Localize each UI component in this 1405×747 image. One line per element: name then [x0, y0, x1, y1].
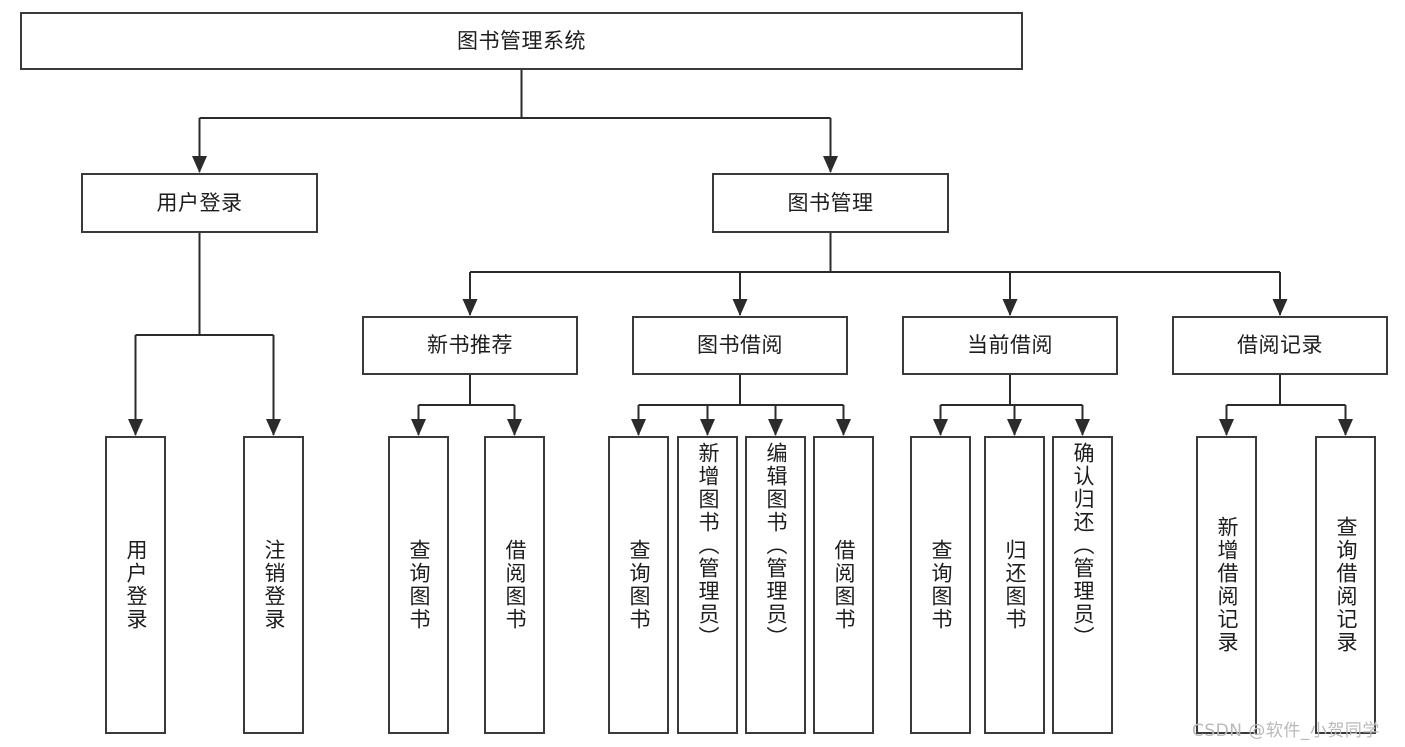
leaf-current-query-books[interactable]: 查询图书 [910, 436, 971, 734]
leaf-record-add-borrow-record-label: 新增借阅记录 [1215, 516, 1239, 654]
node-borrowing-record-label: 借阅记录 [1237, 333, 1323, 358]
leaf-borrowing-borrow-books[interactable]: 借阅图书 [813, 436, 874, 734]
node-user-login-module[interactable]: 用户登录 [81, 173, 318, 233]
node-new-book-recommendation[interactable]: 新书推荐 [362, 316, 578, 375]
leaf-borrowing-add-book-admin[interactable]: 新增图书（管理员） [677, 436, 738, 734]
node-current-borrowing-label: 当前借阅 [967, 333, 1053, 358]
leaf-newbook-query-books[interactable]: 查询图书 [388, 436, 449, 734]
leaf-current-confirm-return-admin-label: 确认归还（管理员） [1071, 442, 1095, 649]
leaf-newbook-query-books-label: 查询图书 [407, 539, 431, 631]
leaf-borrowing-edit-book-admin[interactable]: 编辑图书（管理员） [745, 436, 806, 734]
node-book-management-module-label: 图书管理 [787, 190, 874, 215]
node-root-label: 图书管理系统 [457, 28, 586, 53]
leaf-borrowing-add-book-admin-label: 新增图书（管理员） [696, 442, 720, 649]
watermark: CSDN @软件_小贺同学 [1192, 721, 1380, 741]
leaf-borrowing-query-books[interactable]: 查询图书 [608, 436, 669, 734]
leaf-record-add-borrow-record[interactable]: 新增借阅记录 [1196, 436, 1257, 734]
leaf-user-logout[interactable]: 注销登录 [243, 436, 304, 734]
node-current-borrowing[interactable]: 当前借阅 [902, 316, 1118, 375]
leaf-user-login[interactable]: 用户登录 [105, 436, 166, 734]
leaf-newbook-borrow-books-label: 借阅图书 [503, 539, 527, 631]
leaf-borrowing-edit-book-admin-label: 编辑图书（管理员） [764, 442, 788, 649]
node-user-login-module-label: 用户登录 [156, 190, 243, 215]
leaf-borrowing-query-books-label: 查询图书 [627, 539, 651, 631]
leaf-current-return-books[interactable]: 归还图书 [984, 436, 1045, 734]
leaf-current-return-books-label: 归还图书 [1003, 539, 1027, 631]
node-root[interactable]: 图书管理系统 [20, 12, 1023, 70]
leaf-record-query-borrow-record[interactable]: 查询借阅记录 [1315, 436, 1376, 734]
leaf-borrowing-borrow-books-label: 借阅图书 [832, 539, 856, 631]
leaf-user-login-label: 用户登录 [124, 539, 148, 631]
node-book-borrowing[interactable]: 图书借阅 [632, 316, 848, 375]
leaf-record-query-borrow-record-label: 查询借阅记录 [1334, 516, 1358, 654]
node-new-book-recommendation-label: 新书推荐 [427, 333, 513, 358]
node-book-borrowing-label: 图书借阅 [697, 333, 783, 358]
node-book-management-module[interactable]: 图书管理 [712, 173, 949, 233]
leaf-current-confirm-return-admin[interactable]: 确认归还（管理员） [1052, 436, 1113, 734]
leaf-user-logout-label: 注销登录 [262, 539, 286, 631]
leaf-current-query-books-label: 查询图书 [929, 539, 953, 631]
leaf-newbook-borrow-books[interactable]: 借阅图书 [484, 436, 545, 734]
node-borrowing-record[interactable]: 借阅记录 [1172, 316, 1388, 375]
